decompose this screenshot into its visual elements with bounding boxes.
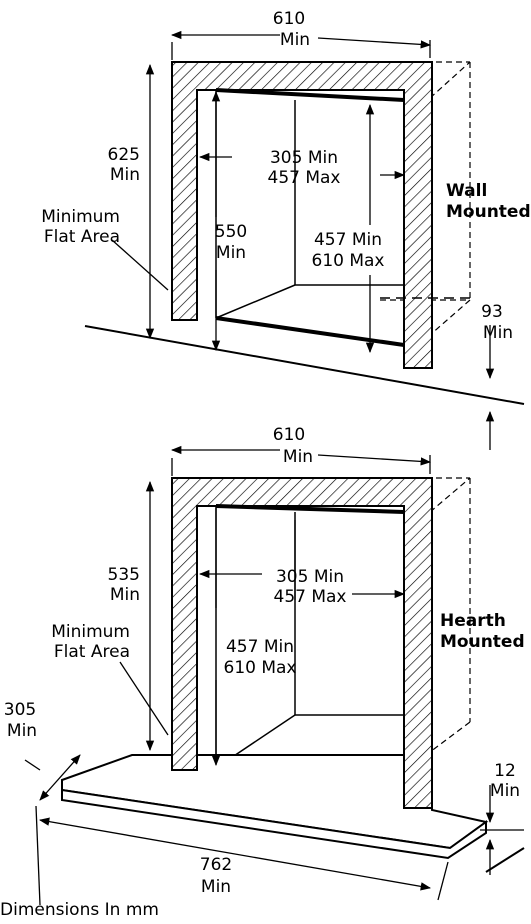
wall-floor-gap-value: 93 [481,302,503,322]
wall-opening-height-value: 550 [215,222,247,242]
hearth-depth-unit: Min [7,721,37,741]
wall-opening-width-max: 457 Max [268,168,341,188]
hearth-type-line1: Hearth [440,611,506,631]
wall-dimension-lines [111,30,495,450]
hearth-width-value: 610 [273,425,305,445]
wall-floor-line [84,325,525,405]
hearth-mounted-diagram: 610 Min 535 Min 305 Min 457 Max 457 Min … [4,425,525,906]
wall-type-line1: Wall [446,181,487,201]
hearth-thickness-unit: Min [490,781,520,801]
wall-frame [171,61,433,369]
hearth-floor-line [485,847,525,873]
hearth-type-line2: Mounted [440,632,525,652]
hearth-depth-max: 610 Max [224,658,297,678]
wall-opening-width-min: 305 Min [270,148,338,168]
wall-floor-gap-unit: Min [483,323,513,343]
hearth-depth-value: 305 [4,700,36,720]
hearth-depth-min: 457 Min [226,637,294,657]
hearth-opening-width-min: 305 Min [276,567,344,587]
wall-flat-area-line2: Flat Area [44,227,120,247]
hearth-flat-area-line2: Flat Area [54,642,130,662]
hearth-height-unit: Min [110,585,140,605]
hearth-width-762-value: 762 [200,855,232,875]
hearth-flat-area-line1: Minimum [51,622,130,642]
wall-width-unit: Min [280,30,310,50]
wall-type-line2: Mounted [446,202,531,222]
hearth-thickness-value: 12 [494,761,516,781]
wall-flat-area-line1: Minimum [41,207,120,227]
hearth-dimension-lines [24,445,524,906]
wall-mounted-diagram: 610 Min 625 Min 305 Min 457 Max 550 Min … [41,9,531,450]
units-note: Dimensions In mm [0,900,159,920]
hearth-width-762-unit: Min [201,877,231,897]
wall-opening-height-unit: Min [216,243,246,263]
wall-depth-min: 457 Min [314,230,382,250]
hearth-width-unit: Min [283,447,313,467]
hearth-opening-width-max: 457 Max [274,587,347,607]
wall-depth-max: 610 Max [312,251,385,271]
hearth-height-value: 535 [108,565,140,585]
wall-height-unit: Min [110,165,140,185]
wall-width-value: 610 [273,9,305,29]
wall-height-value: 625 [108,145,140,165]
